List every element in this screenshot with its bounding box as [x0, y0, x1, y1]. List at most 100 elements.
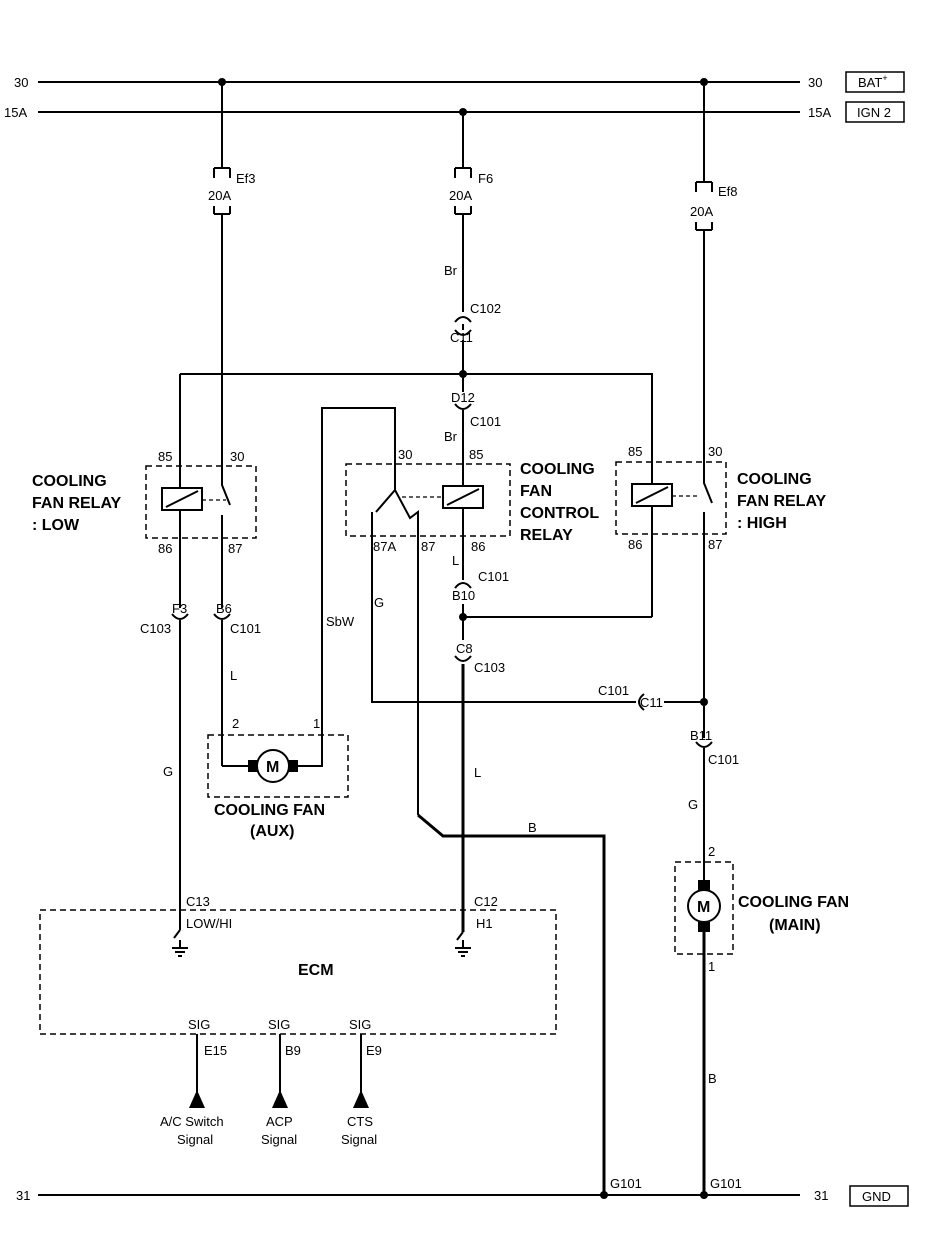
junction-g101-a: [600, 1191, 608, 1199]
bus-31-left-label: 31: [16, 1188, 30, 1203]
motor-main-title-2: (MAIN): [769, 917, 821, 934]
fuse-ef3-name: Ef3: [236, 171, 256, 186]
motor-aux-terminal-right: [288, 760, 298, 772]
bat-tag-box: [845, 71, 905, 93]
motor-aux-title-2: (AUX): [250, 823, 294, 840]
bus-31-right-label: 31: [814, 1188, 828, 1203]
signal-acp-line2: Signal: [261, 1132, 297, 1147]
gnd-tag-label: GND: [862, 1189, 891, 1204]
ign-tag-box: [845, 101, 905, 123]
signal-cts-line2: Signal: [341, 1132, 377, 1147]
signal-ac-switch-arrow: [189, 1090, 205, 1108]
ecm-sig-2: SIG: [268, 1017, 290, 1032]
connector-c11-mid-symbol: [638, 693, 645, 711]
wire-color-b-ecm: B: [528, 820, 537, 835]
relay-high-title-1: COOLING: [737, 471, 812, 488]
junction-b10: [459, 613, 467, 621]
connector-b6: B6: [216, 601, 232, 616]
fuse-f6-name: F6: [478, 171, 493, 186]
relay-high-box: [615, 461, 727, 535]
ign-tag-label: IGN 2: [857, 105, 891, 120]
ecm-pin-e9: E9: [366, 1043, 382, 1058]
motor-aux-box: [207, 734, 349, 798]
relay-low-box: [145, 465, 257, 539]
junction-g101-b: [700, 1191, 708, 1199]
motor-aux-terminal-left: [248, 760, 258, 772]
connector-c8: C8: [456, 641, 473, 656]
relay-control-pin30: 30: [398, 447, 412, 462]
signal-cts-arrow: [353, 1090, 369, 1108]
ecm-low-hi-switch: [172, 929, 188, 957]
connector-c101-b6: C101: [230, 621, 261, 636]
connector-c103-c8: C103: [474, 660, 505, 675]
bus-30-left-label: 30: [14, 75, 28, 90]
relay-high-pin86: 86: [628, 537, 642, 552]
relay-control-title-3: CONTROL: [520, 505, 599, 522]
connector-c101-b10: C101: [478, 569, 509, 584]
relay-low-pin30: 30: [230, 449, 244, 464]
relay-low-title-2: FAN RELAY: [32, 495, 122, 512]
connector-c8-symbol: [454, 655, 472, 662]
wire-color-l-c8: L: [474, 765, 481, 780]
connector-d12-symbol: [454, 403, 472, 410]
wire-color-b-main: B: [708, 1071, 717, 1086]
wire-color-l-ctrl: L: [452, 553, 459, 568]
ecm-pin-b9: B9: [285, 1043, 301, 1058]
motor-aux-circle: [256, 749, 290, 783]
ecm: ECM C13 LOW/HI C12 H1 SIG SIG SIG: [39, 894, 557, 1035]
connector-c101-b11: C101: [708, 752, 739, 767]
connector-c103-f3: C103: [140, 621, 171, 636]
relay-high-pin30: 30: [708, 444, 722, 459]
motor-main-box: [674, 861, 734, 955]
relay-control-title-4: RELAY: [520, 527, 573, 544]
connector-b10: B10: [452, 588, 475, 603]
connector-f3-symbol: [171, 613, 189, 620]
motor-main-terminal-bottom: [698, 922, 710, 932]
fuse-f6: F6 20A: [449, 112, 493, 312]
fuse-f6-rating: 20A: [449, 188, 472, 203]
connector-c101-c11: C101: [598, 683, 629, 698]
wire-color-br1: Br: [444, 263, 458, 278]
wire-color-br2: Br: [444, 429, 458, 444]
connector-b6-symbol: [213, 613, 231, 620]
relay-high: 85 30 86 87 COOLING FAN RELAY : HIGH: [615, 440, 827, 702]
gnd-tag-box: [849, 1185, 909, 1207]
connector-b11: B11: [690, 728, 712, 743]
motor-aux-title-1: COOLING FAN: [214, 802, 325, 819]
motor-main-pin2: 2: [708, 844, 715, 859]
signal-acp-line1: ACP: [266, 1114, 293, 1129]
relay-high-title-3: : HIGH: [737, 515, 787, 532]
relay-low-pin86: 86: [158, 541, 172, 556]
relay-low: 85 30 86 87 COOLING FAN RELAY : LOW: [32, 440, 257, 556]
relay-control-title-2: FAN: [520, 483, 552, 500]
signal-acp: B9 ACP Signal: [261, 1034, 301, 1147]
fuse-ef3-rating: 20A: [208, 188, 231, 203]
ecm-h1: H1: [476, 916, 493, 931]
wire-color-sbw: SbW: [326, 614, 355, 629]
bus-15a-right-label: 15A: [808, 105, 831, 120]
relay-high-title-2: FAN RELAY: [737, 493, 827, 510]
wire-b-ecm-ground: [417, 813, 606, 1195]
wire-color-l-low: L: [230, 668, 237, 683]
signal-cts: E9 CTS Signal: [341, 1034, 382, 1147]
connector-b10-symbol: [454, 582, 472, 589]
ecm-h1-switch: [455, 931, 471, 957]
bus-15a-left-label: 15A: [4, 105, 27, 120]
bus-30-right-label: 30: [808, 75, 822, 90]
relay-high-pin85: 85: [628, 444, 642, 459]
ecm-pin-e15: E15: [204, 1043, 227, 1058]
fuse-ef8: Ef8 20A: [690, 82, 738, 440]
signal-cts-line1: CTS: [347, 1114, 373, 1129]
wire-color-g-ctrl: G: [374, 595, 384, 610]
ecm-low-hi: LOW/HI: [186, 916, 232, 931]
connector-c102-symbol: [454, 316, 472, 336]
relay-low-coil: [161, 487, 203, 511]
relay-control: 30 85 87A 87 86 COOLING FAN CONTROL RELA…: [321, 407, 636, 815]
relay-low-title-1: COOLING: [32, 473, 107, 490]
motor-main-pin1: 1: [708, 959, 715, 974]
relay-low-pin85: 85: [158, 449, 172, 464]
ecm-title: ECM: [298, 962, 334, 979]
bat-tag-label: BAT+: [858, 73, 888, 90]
signal-ac-switch: E15 A/C Switch Signal: [160, 1034, 227, 1147]
